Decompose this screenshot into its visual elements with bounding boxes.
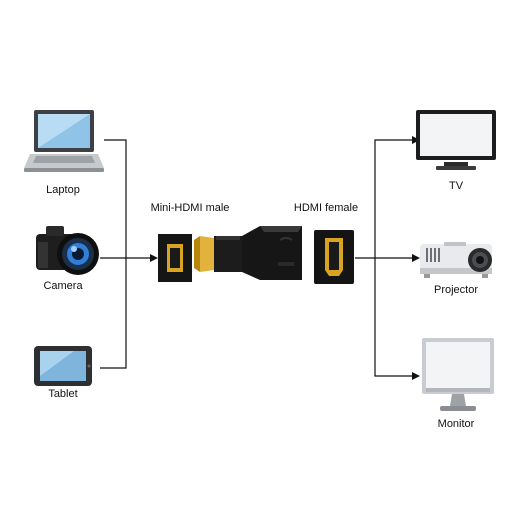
hdmi-adapter-icon [194, 222, 304, 284]
camera-label: Camera [43, 280, 83, 292]
hdmi-female-label: HDMI female [293, 202, 359, 214]
mini-hdmi-male-label: Mini-HDMI male [150, 202, 230, 214]
monitor-icon [420, 336, 496, 414]
projector-icon [414, 238, 498, 280]
tv-icon [414, 108, 498, 172]
laptop-label: Laptop [46, 184, 80, 196]
projector-arrow [412, 254, 420, 262]
tablet-label: Tablet [48, 388, 78, 400]
mini-hdmi-male-plug-icon [158, 234, 192, 282]
laptop-icon [22, 108, 104, 176]
source-bracket-line [100, 139, 127, 369]
hdmi-female-port-icon [314, 230, 354, 284]
monitor-arrow [412, 372, 420, 380]
monitor-label: Monitor [437, 418, 475, 430]
projector-label: Projector [433, 284, 479, 296]
adapter-input-arrow [150, 254, 158, 262]
tablet-icon [34, 346, 92, 386]
camera-icon [34, 222, 100, 278]
tv-label: TV [448, 180, 464, 192]
